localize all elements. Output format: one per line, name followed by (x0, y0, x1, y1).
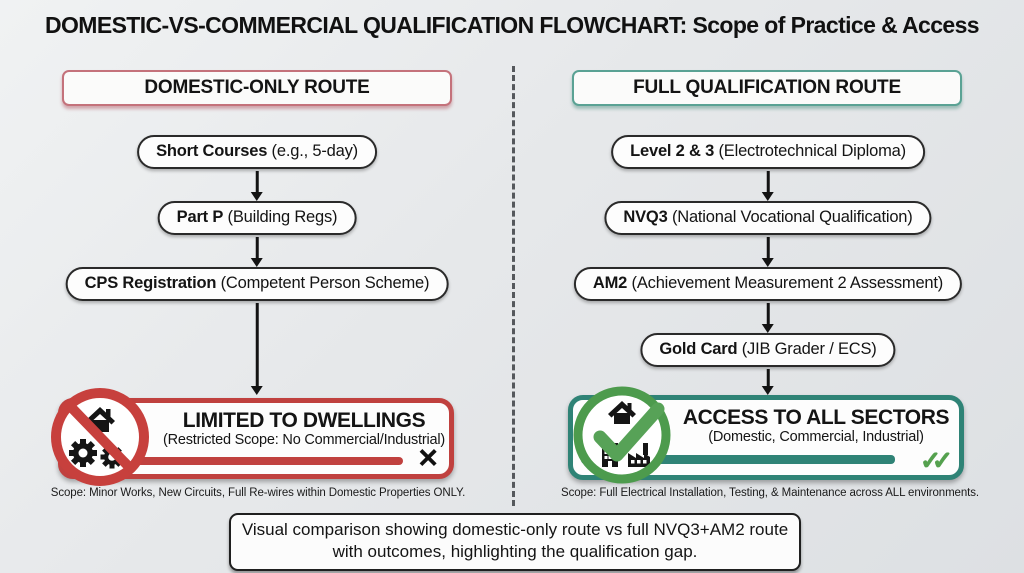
step-label-rest: (National Vocational Qualification) (667, 208, 913, 226)
outcome-subtitle: (Restricted Scope: No Commercial/Industr… (162, 432, 446, 449)
step-label-rest: (Competent Person Scheme) (216, 274, 430, 292)
step-label-bold: AM2 (592, 274, 628, 292)
step-label-bold: Level 2 & 3 (630, 142, 715, 160)
caption-line-1: Visual comparison showing domestic-only … (241, 520, 789, 539)
outcome-title: ACCESS TO ALL SECTORS (682, 406, 950, 429)
arrow-down-icon (766, 171, 770, 193)
column-divider (512, 66, 515, 506)
step-label-rest: (Electrotechnical Diploma) (714, 142, 907, 160)
red-underline-bar (71, 457, 403, 465)
teal-underline-bar (581, 455, 895, 464)
x-mark-icon: ✕ (417, 442, 440, 473)
flow-step-am2: AM2 (Achievement Measurement 2 Assessmen… (573, 267, 963, 301)
step-label-rest: (JIB Grader / ECS) (737, 340, 877, 358)
step-label-bold: Short Courses (156, 142, 268, 160)
approved-sectors-check-icon (573, 386, 671, 484)
arrow-down-icon (255, 237, 259, 259)
header-full-route: FULL QUALIFICATION ROUTE (572, 70, 962, 106)
step-label-rest: (Building Regs) (223, 208, 338, 226)
outcome-title: LIMITED TO DWELLINGS (182, 409, 426, 432)
double-check-icon: ✓✓ (919, 446, 953, 476)
flow-step-part-p: Part P (Building Regs) (157, 201, 357, 235)
step-label-bold: Part P (176, 208, 224, 226)
flow-step-level-2-3: Level 2 & 3 (Electrotechnical Diploma) (611, 135, 925, 169)
header-domestic-route: DOMESTIC-ONLY ROUTE (62, 70, 452, 106)
step-label-bold: CPS Registration (84, 274, 217, 292)
scope-note-full: Scope: Full Electrical Installation, Tes… (561, 487, 979, 499)
outcome-subtitle: (Domestic, Commercial, Industrial) (708, 429, 924, 446)
caption-box: Visual comparison showing domestic-only … (229, 513, 801, 571)
arrow-down-icon (766, 303, 770, 325)
step-label-rest: (e.g., 5-day) (267, 142, 359, 160)
arrow-down-icon (255, 303, 259, 387)
flow-step-gold-card: Gold Card (JIB Grader / ECS) (640, 333, 896, 367)
step-label-bold: Gold Card (659, 340, 738, 358)
scope-note-domestic: Scope: Minor Works, New Circuits, Full R… (50, 487, 466, 499)
step-label-bold: NVQ3 (623, 208, 668, 226)
flow-step-short-courses: Short Courses (e.g., 5-day) (137, 135, 377, 169)
arrow-down-icon (766, 237, 770, 259)
arrow-down-icon (255, 171, 259, 193)
header-full-label: FULL QUALIFICATION ROUTE (633, 77, 901, 98)
arrow-down-icon (766, 369, 770, 387)
flow-step-nvq3: NVQ3 (National Vocational Qualification) (604, 201, 932, 235)
caption-line-2: with outcomes, highlighting the qualific… (332, 541, 698, 561)
flow-step-cps-registration: CPS Registration (Competent Person Schem… (65, 267, 449, 301)
prohibited-house-gears-icon (51, 388, 149, 486)
step-label-rest: (Achievement Measurement 2 Assessment) (627, 274, 944, 292)
header-domestic-label: DOMESTIC-ONLY ROUTE (144, 77, 370, 98)
page-title: DOMESTIC-VS-COMMERCIAL QUALIFICATION FLO… (44, 12, 980, 38)
